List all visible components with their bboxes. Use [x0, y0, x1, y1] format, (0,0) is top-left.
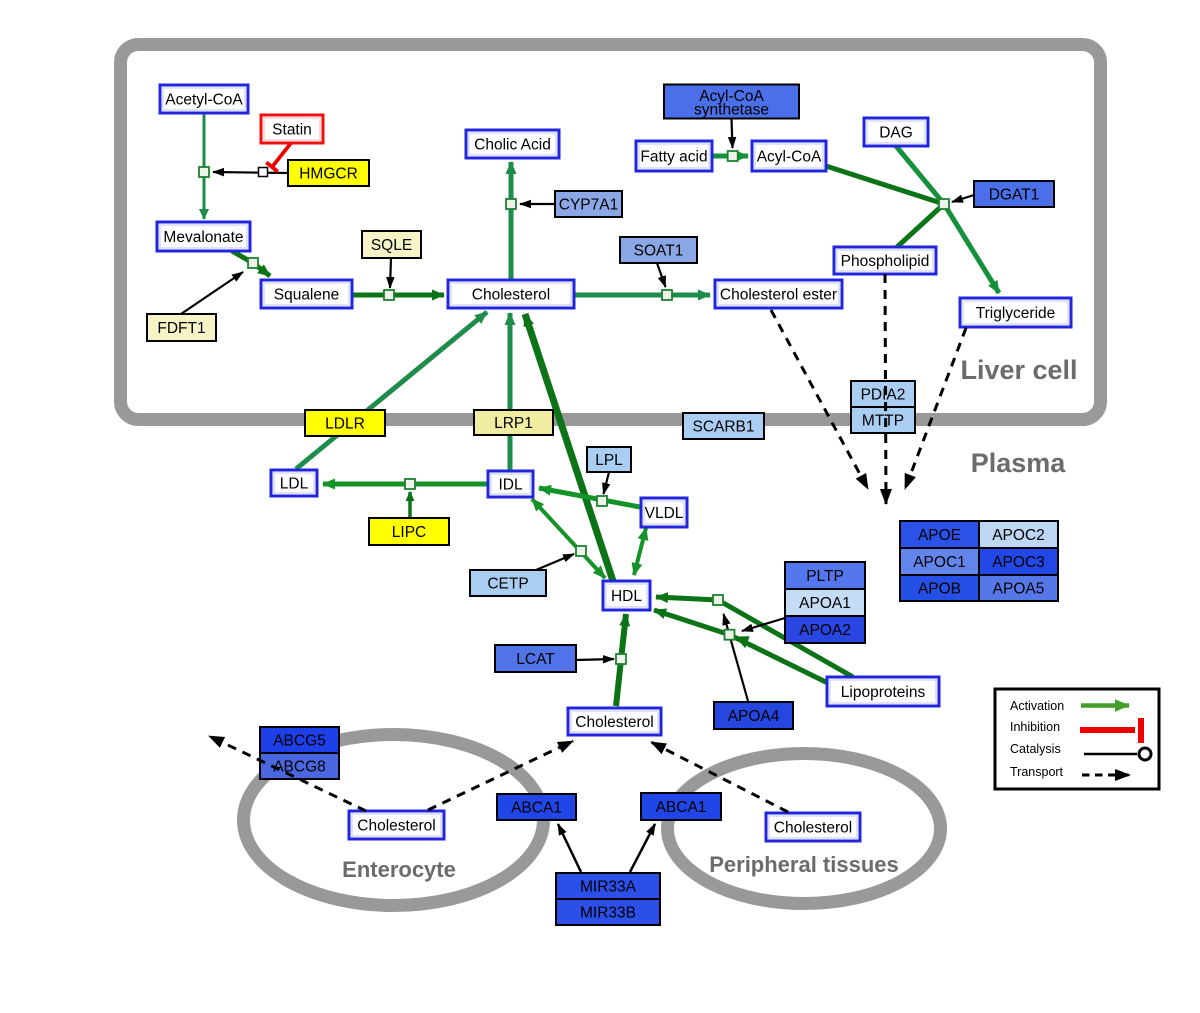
svg-text:APOC3: APOC3	[992, 554, 1045, 571]
svg-text:APOB: APOB	[918, 580, 961, 597]
svg-text:ABCG5: ABCG5	[273, 732, 326, 749]
svg-text:Phospholipid: Phospholipid	[841, 253, 930, 270]
svg-text:Transport: Transport	[1010, 765, 1064, 779]
svg-text:Mevalonate: Mevalonate	[163, 229, 243, 246]
svg-text:APOC2: APOC2	[992, 527, 1045, 544]
svg-text:Acetyl-CoA: Acetyl-CoA	[165, 91, 243, 108]
svg-text:CETP: CETP	[487, 575, 528, 592]
svg-text:MIR33B: MIR33B	[580, 904, 636, 921]
svg-text:Cholesterol: Cholesterol	[357, 817, 435, 834]
svg-text:LIPC: LIPC	[392, 524, 426, 541]
svg-text:LPL: LPL	[595, 452, 623, 469]
svg-text:MIR33A: MIR33A	[580, 878, 637, 895]
svg-text:VLDL: VLDL	[645, 505, 684, 522]
svg-text:Cholesterol: Cholesterol	[774, 819, 852, 836]
svg-text:DGAT1: DGAT1	[989, 186, 1040, 203]
svg-text:MTTP: MTTP	[862, 412, 904, 429]
svg-text:Plasma: Plasma	[971, 448, 1067, 478]
svg-text:SOAT1: SOAT1	[634, 242, 684, 259]
svg-text:Cholic Acid: Cholic Acid	[474, 136, 551, 153]
svg-text:Catalysis: Catalysis	[1010, 742, 1061, 756]
svg-text:Cholesterol ester: Cholesterol ester	[720, 286, 837, 303]
svg-text:CYP7A1: CYP7A1	[559, 196, 618, 213]
svg-text:APOA2: APOA2	[799, 622, 851, 639]
svg-text:APOE: APOE	[918, 527, 961, 544]
svg-text:LRP1: LRP1	[494, 415, 533, 432]
svg-text:Enterocyte: Enterocyte	[342, 857, 456, 882]
svg-text:HDL: HDL	[611, 588, 642, 605]
svg-text:APOA5: APOA5	[993, 580, 1045, 597]
svg-text:Activation: Activation	[1010, 699, 1064, 713]
svg-text:synthetase: synthetase	[694, 102, 769, 119]
svg-text:DAG: DAG	[879, 124, 913, 141]
svg-text:Peripheral tissues: Peripheral tissues	[709, 852, 899, 877]
svg-text:HMGCR: HMGCR	[299, 165, 358, 182]
svg-text:APOA1: APOA1	[799, 595, 851, 612]
svg-text:LDL: LDL	[280, 475, 309, 492]
svg-text:ABCG8: ABCG8	[273, 758, 326, 775]
svg-text:Acyl-CoA: Acyl-CoA	[757, 148, 822, 165]
svg-text:Cholesterol: Cholesterol	[575, 714, 653, 731]
svg-text:ABCA1: ABCA1	[511, 799, 562, 816]
svg-text:ABCA1: ABCA1	[656, 799, 707, 816]
svg-text:Lipoproteins: Lipoproteins	[841, 684, 926, 701]
svg-text:Inhibition: Inhibition	[1010, 720, 1060, 734]
svg-text:Statin: Statin	[272, 121, 312, 138]
svg-text:LCAT: LCAT	[516, 651, 555, 668]
svg-text:Fatty acid: Fatty acid	[640, 148, 707, 165]
svg-text:SQLE: SQLE	[371, 237, 412, 254]
svg-text:PDIA2: PDIA2	[861, 386, 906, 403]
svg-text:APOA4: APOA4	[728, 708, 780, 725]
svg-text:PLTP: PLTP	[806, 568, 844, 585]
svg-text:APOC1: APOC1	[913, 554, 966, 571]
svg-text:IDL: IDL	[498, 476, 523, 493]
svg-text:Triglyceride: Triglyceride	[976, 305, 1056, 322]
svg-text:FDFT1: FDFT1	[157, 320, 205, 337]
svg-text:Acyl-CoA: Acyl-CoA	[699, 88, 764, 105]
svg-text:Squalene: Squalene	[274, 286, 340, 303]
svg-text:Cholesterol: Cholesterol	[472, 286, 550, 303]
svg-text:LDLR: LDLR	[325, 415, 365, 432]
svg-text:Liver cell: Liver cell	[960, 355, 1077, 385]
svg-text:SCARB1: SCARB1	[692, 418, 754, 435]
